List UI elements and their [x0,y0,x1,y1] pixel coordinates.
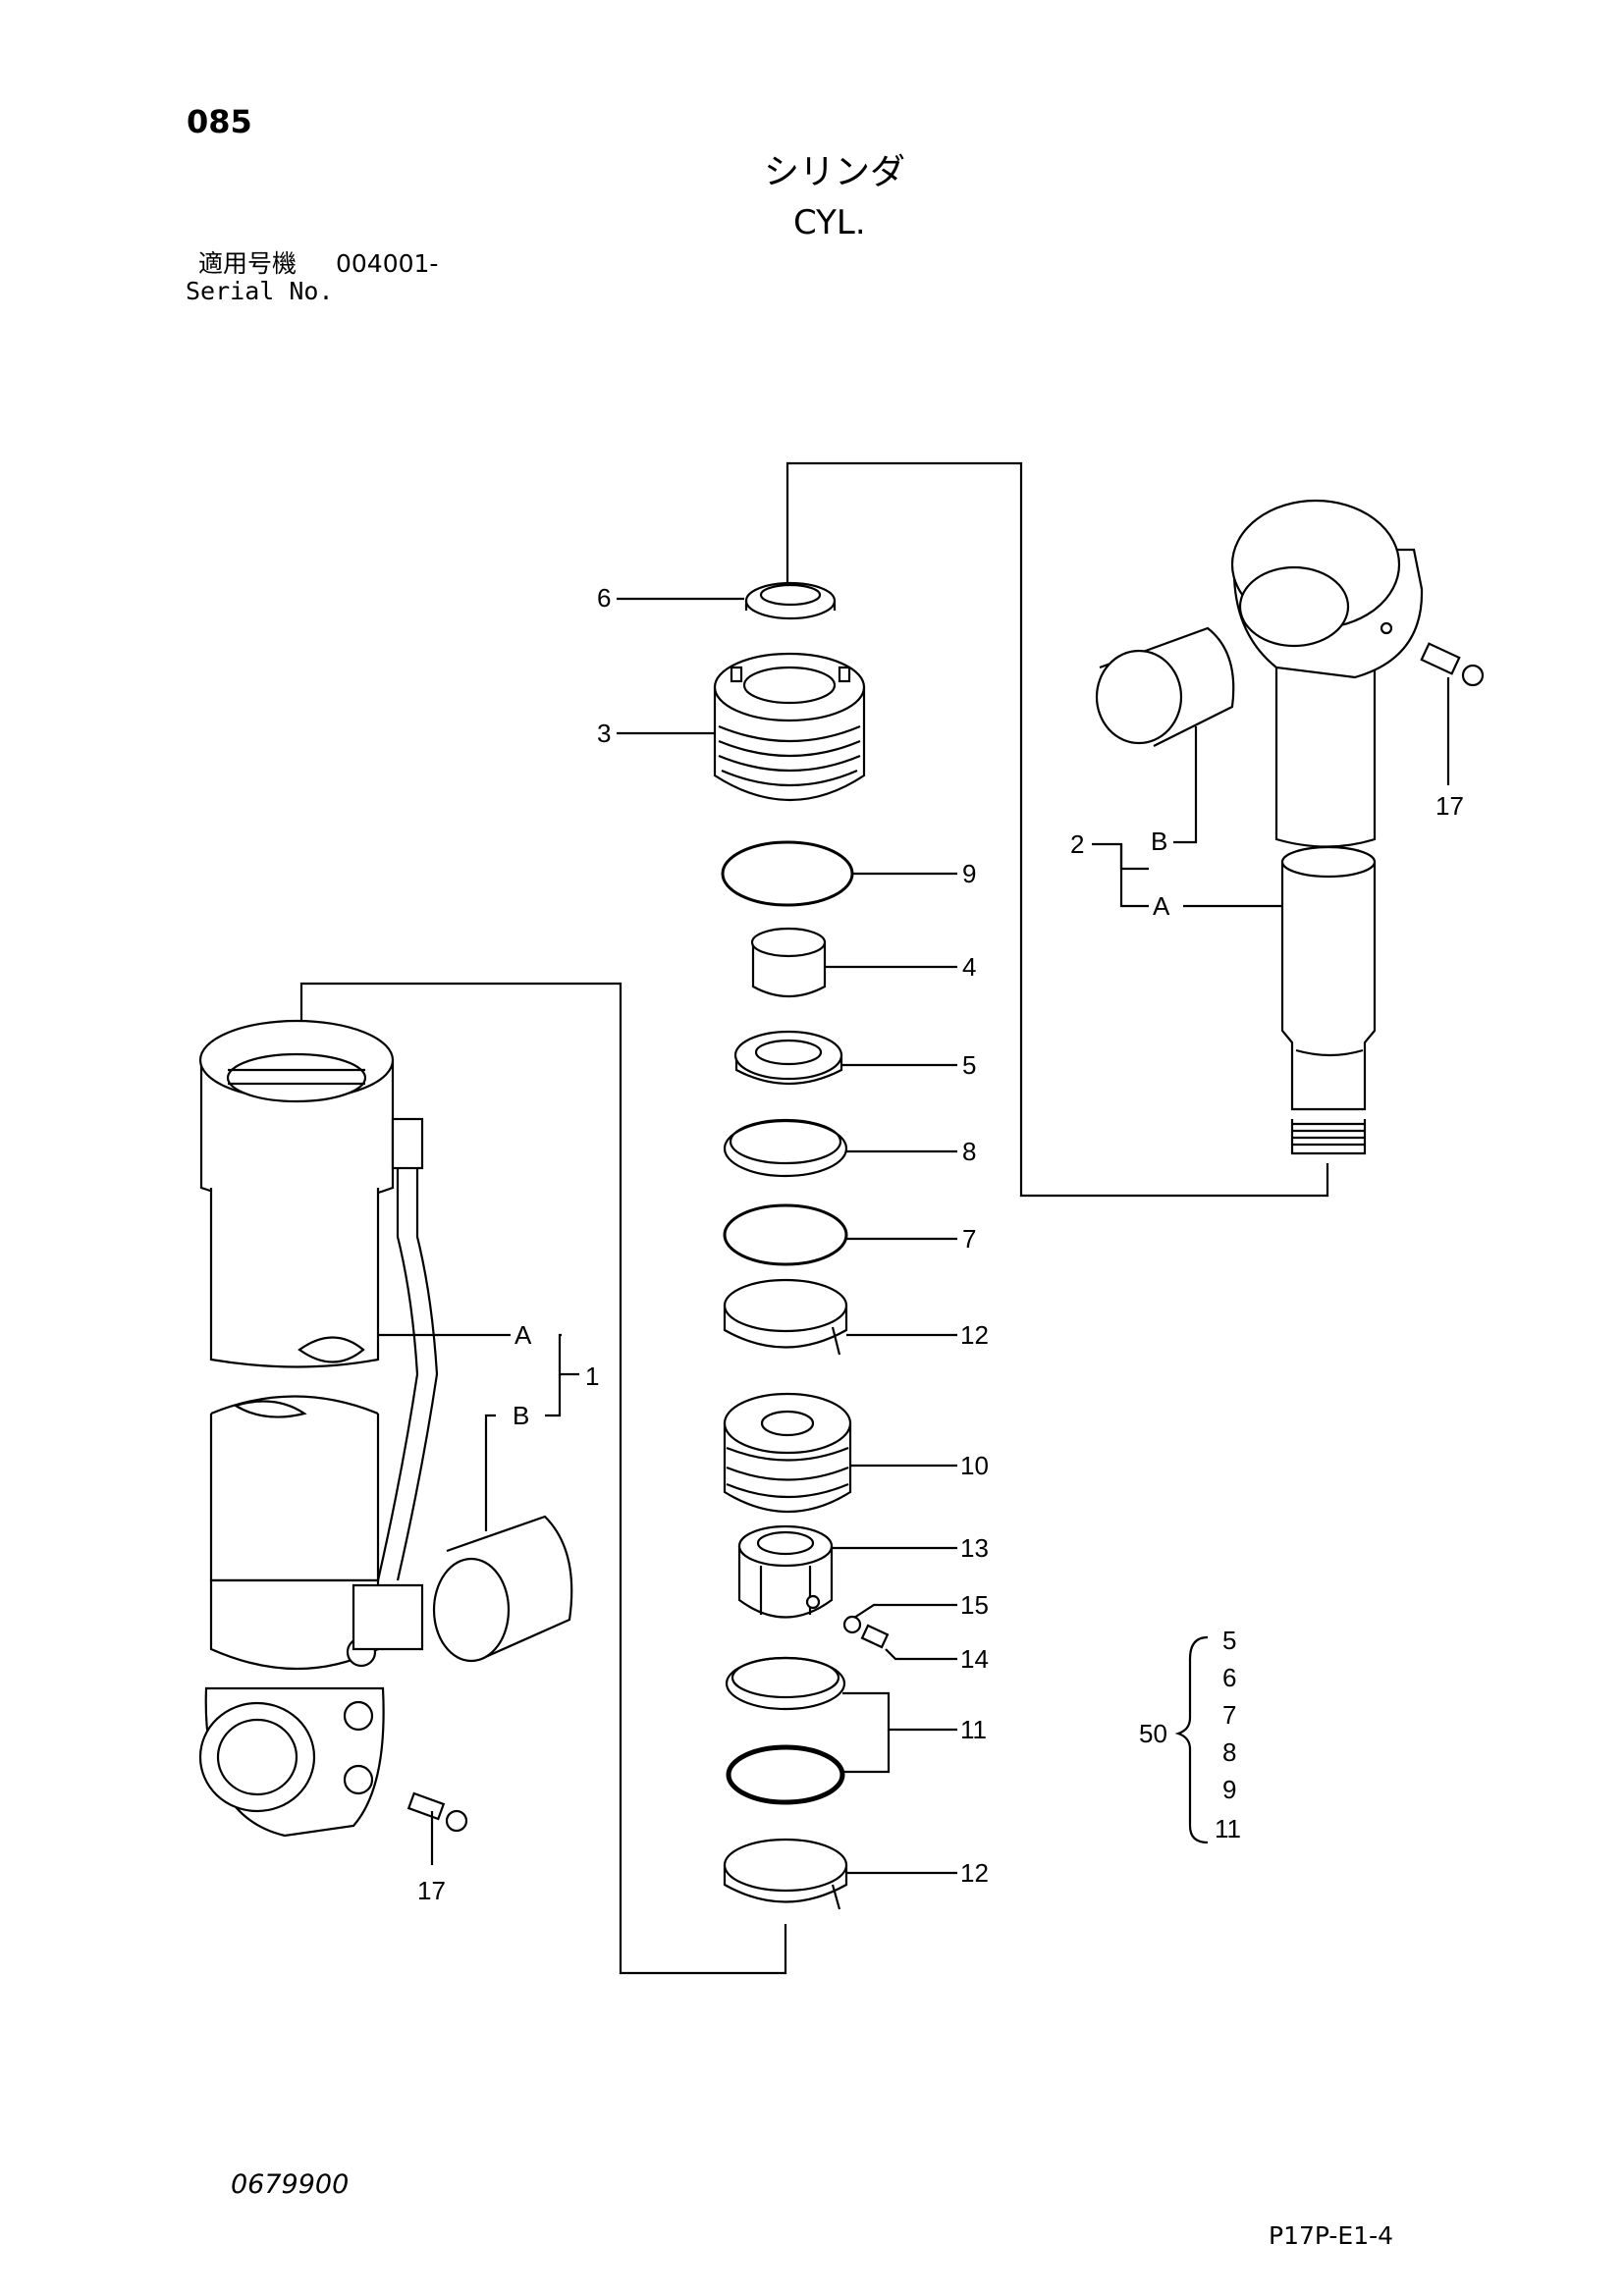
serial-number-value: 004001- [336,249,439,278]
callout-2: 2 [1070,829,1084,859]
serial-label-english: Serial No. [186,277,334,305]
part-8-ring [723,1118,848,1178]
page-number: 085 [187,103,252,140]
part-13-nut [737,1524,834,1619]
callout-9: 9 [962,859,976,888]
callout-17-right: 17 [1435,791,1464,821]
callout-3: 3 [597,719,611,748]
serial-label-japanese: 適用号機 [198,249,298,278]
callout-7: 7 [962,1224,976,1254]
part-2-rod-assembly [1095,499,1485,1155]
callout-8: 8 [962,1137,976,1166]
connector-frame-left [299,982,787,1975]
part-12-wear-ring-lower [723,1838,848,1910]
callout-10: 10 [960,1451,989,1480]
part-14-set-screw [860,1624,890,1649]
kit-item-4: 8 [1222,1737,1236,1767]
callout-12-lower: 12 [960,1858,989,1888]
callout-14: 14 [960,1644,989,1674]
callout-2-sub-B: B [1151,827,1167,856]
page-code: P17P-E1-4 [1269,2221,1394,2250]
callout-12-upper: 12 [960,1320,989,1350]
callout-5: 5 [962,1050,976,1080]
part-7-o-ring [723,1203,848,1266]
part-10-piston [723,1392,852,1514]
part-11-ring-pair [725,1656,846,1805]
callout-1-sub-B: B [513,1401,529,1430]
connector-frame-right [785,461,1329,1198]
part-5-seal [733,1030,843,1085]
kit-number: 50 [1139,1719,1167,1748]
callout-11: 11 [960,1715,987,1744]
part-9-o-ring [721,840,854,907]
title-english: CYL. [793,203,866,242]
callout-15: 15 [960,1590,989,1620]
title-japanese: シリンダ [764,152,906,192]
part-4-bushing [750,927,827,997]
leader-lines [378,597,1450,1875]
callout-13: 13 [960,1533,989,1563]
part-12-wear-ring-upper [723,1278,848,1356]
callout-4: 4 [962,952,976,982]
callout-1-sub-A: A [514,1320,532,1350]
callout-17-left: 17 [417,1876,446,1905]
part-1-cylinder-assembly [198,1019,573,1838]
kit-item-2: 6 [1222,1663,1236,1692]
part-6-seal [744,581,837,620]
callout-1: 1 [585,1362,599,1391]
callout-labels: 6 3 9 4 5 8 7 12 10 13 15 14 11 12 2 B A… [417,583,1464,1905]
kit-item-6: 11 [1215,1814,1241,1843]
part-3-gland [713,652,866,802]
callout-6: 6 [597,583,611,613]
kit-item-3: 7 [1222,1700,1236,1730]
kit-item-5: 9 [1222,1775,1236,1804]
callout-2-sub-A: A [1153,891,1170,921]
part-15-ball [842,1615,862,1634]
document-code: 0679900 [231,2169,350,2200]
kit-item-1: 5 [1222,1626,1236,1655]
